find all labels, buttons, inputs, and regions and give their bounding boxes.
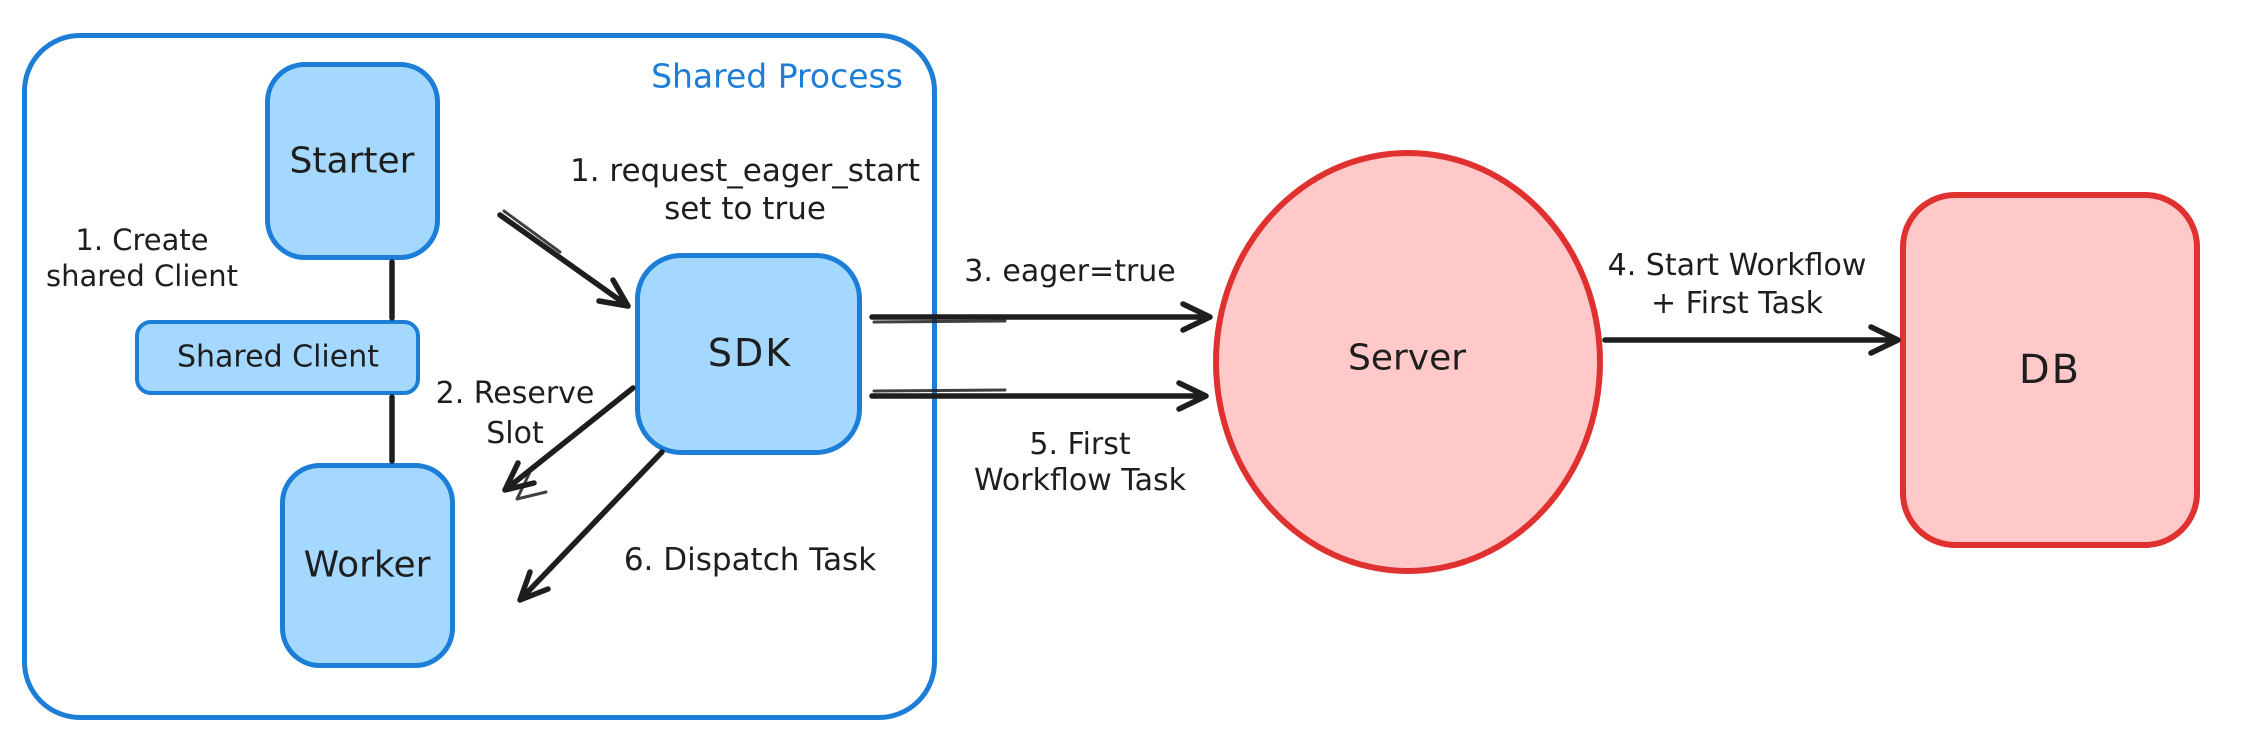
- sdk-node-label: SDK: [707, 331, 793, 375]
- edge-label-first-workflow-task-line1: 5. First: [1029, 427, 1131, 462]
- edge-label-start-workflow-line1: 4. Start Workflow: [1607, 248, 1867, 283]
- worker-node: [280, 463, 455, 668]
- shared-process-group-box: [22, 33, 937, 720]
- edge-label-eager-true-line1: 3. eager=true: [964, 254, 1176, 289]
- edge-label-dispatch-task-line1: 6. Dispatch Task: [623, 542, 877, 578]
- shared-client-node-label: Shared Client: [176, 339, 380, 375]
- starter-node-label: Starter: [289, 140, 415, 182]
- db-node: [1900, 192, 2200, 548]
- edge-label-request-eager-start: 1. request_eager_start set to true: [570, 152, 920, 228]
- sdk-node: [635, 253, 862, 455]
- edge-label-eager-true: 3. eager=true: [964, 254, 1176, 289]
- edge-label-create-shared-client: 1. Create shared Client: [46, 222, 238, 294]
- edge-label-request-eager-start-line2: set to true: [664, 191, 826, 227]
- edge-label-first-workflow-task: 5. First Workflow Task: [974, 427, 1186, 499]
- edge-label-dispatch-task: 6. Dispatch Task: [624, 542, 876, 578]
- worker-node-label: Worker: [303, 544, 431, 586]
- edge-label-create-shared-client-line2: shared Client: [46, 259, 238, 293]
- edge-label-start-workflow: 4. Start Workflow + First Task: [1608, 247, 1867, 323]
- shared-process-group-label: Shared Process: [651, 56, 903, 96]
- edge-label-reserve-slot-line2: Slot: [486, 416, 544, 451]
- server-node: [1213, 150, 1603, 574]
- edge-label-start-workflow-line2: + First Task: [1650, 286, 1824, 321]
- shared-client-node: [135, 320, 420, 395]
- edge-label-reserve-slot: 2. Reserve Slot: [436, 374, 595, 454]
- db-node-label: DB: [2018, 347, 2082, 393]
- edge-label-reserve-slot-line1: 2. Reserve: [435, 376, 595, 411]
- starter-node: [265, 62, 440, 260]
- edge-label-create-shared-client-line1: 1. Create: [75, 223, 209, 257]
- edge-label-first-workflow-task-line2: Workflow Task: [973, 463, 1187, 498]
- server-node-label: Server: [1347, 337, 1467, 379]
- edge-label-request-eager-start-line1: 1. request_eager_start: [569, 153, 921, 189]
- arrow-server-to-db: [1602, 324, 1901, 356]
